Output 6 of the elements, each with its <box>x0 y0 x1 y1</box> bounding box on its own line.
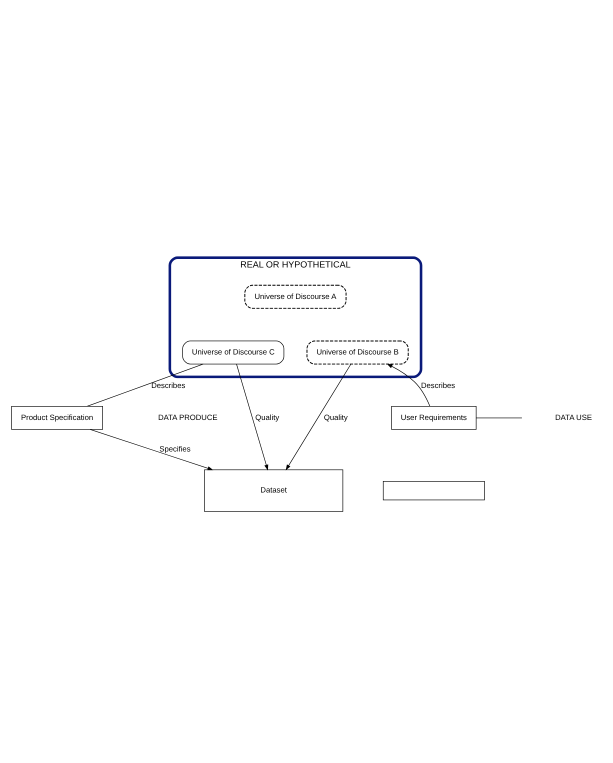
node-box <box>382 480 485 500</box>
arrow <box>236 363 268 470</box>
connector <box>476 417 522 418</box>
arrow <box>286 363 352 470</box>
arrow <box>386 363 430 406</box>
arrow <box>90 428 214 470</box>
